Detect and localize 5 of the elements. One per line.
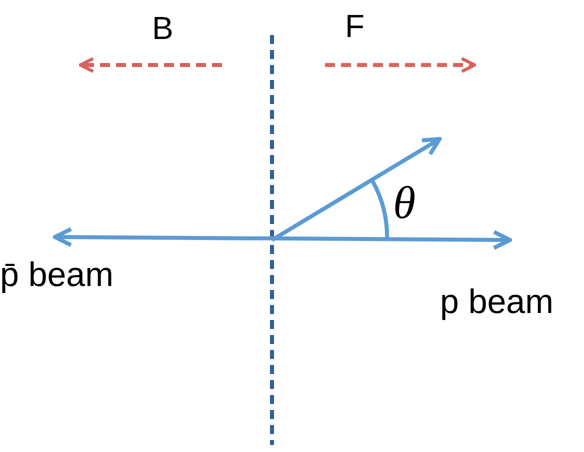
direction-label: F: [345, 10, 365, 42]
direction-label: B: [152, 12, 174, 44]
angle-label: θ: [393, 180, 416, 226]
beam-label: p̄ beam: [0, 258, 114, 292]
beam-label: p beam: [440, 285, 554, 319]
